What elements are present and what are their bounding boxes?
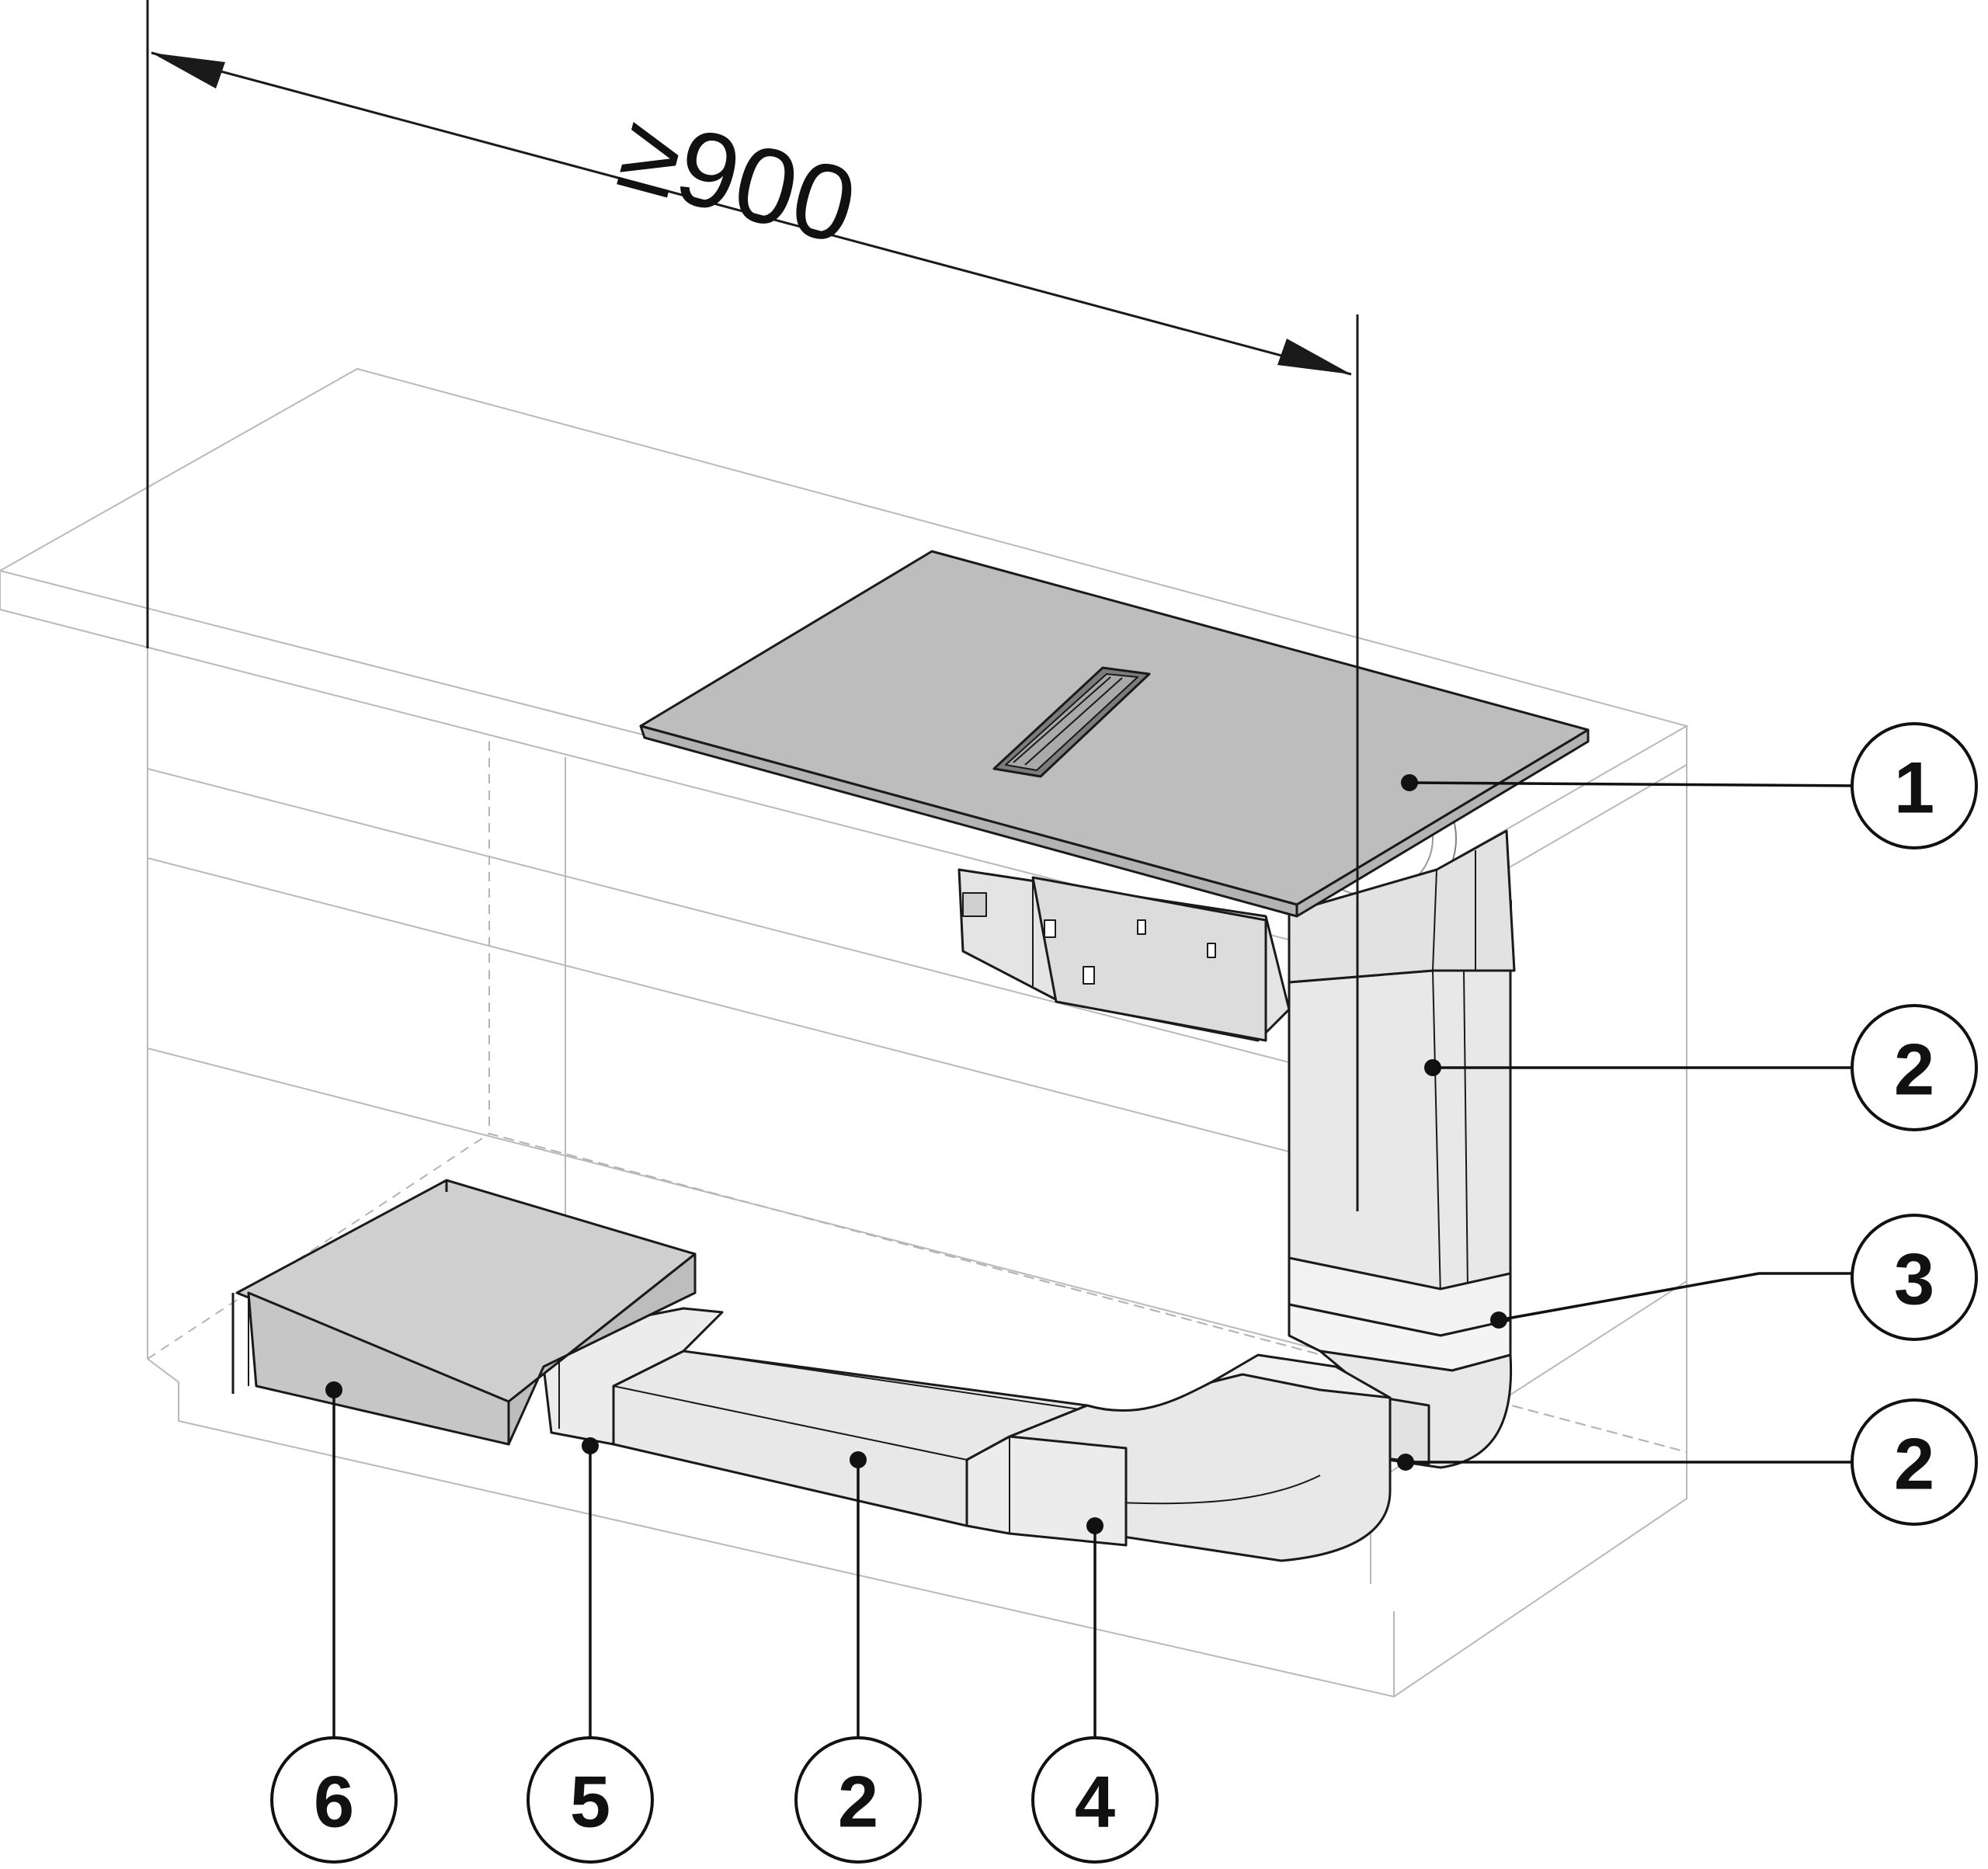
vent-slot: [992, 666, 1151, 778]
filter-box: [231, 1179, 697, 1446]
callout-label-1: 1: [1894, 747, 1934, 829]
cooktop-glass: [639, 550, 1590, 906]
callout-4: 4: [1031, 1517, 1159, 1864]
callout-1: 1: [1401, 722, 1978, 849]
dimension-line: ≥900: [146, 0, 1359, 1211]
callout-label-5: 5: [570, 1761, 610, 1843]
vertical-duct: [1288, 969, 1512, 1298]
callout-3: 3: [1490, 1214, 1978, 1341]
callout-2-vertical-duct: 2: [1424, 1004, 1978, 1131]
callout-2-vertical-bend: 2: [1397, 1398, 1978, 1526]
dimension-arrow-left: [151, 53, 225, 89]
straight-duct: [612, 1350, 1089, 1527]
callout-5: 5: [527, 1437, 654, 1864]
callout-label-2c: 2: [838, 1761, 878, 1843]
dimension-arrow-right: [1277, 339, 1351, 374]
callout-label-6: 6: [314, 1761, 354, 1843]
callout-label-2b: 2: [1894, 1423, 1934, 1505]
callout-2-straight-duct: 2: [794, 1451, 922, 1864]
callout-label-4: 4: [1075, 1761, 1115, 1843]
callout-label-2a: 2: [1894, 1029, 1934, 1110]
horizontal-duct-run: [542, 1307, 1392, 1562]
dimension-label: ≥900: [607, 90, 867, 267]
callouts: 1 2 3 2 6: [270, 722, 1978, 1864]
callout-label-3: 3: [1894, 1238, 1934, 1320]
cooktop-assembly: [639, 550, 1590, 1042]
callout-6: 6: [270, 1381, 398, 1864]
